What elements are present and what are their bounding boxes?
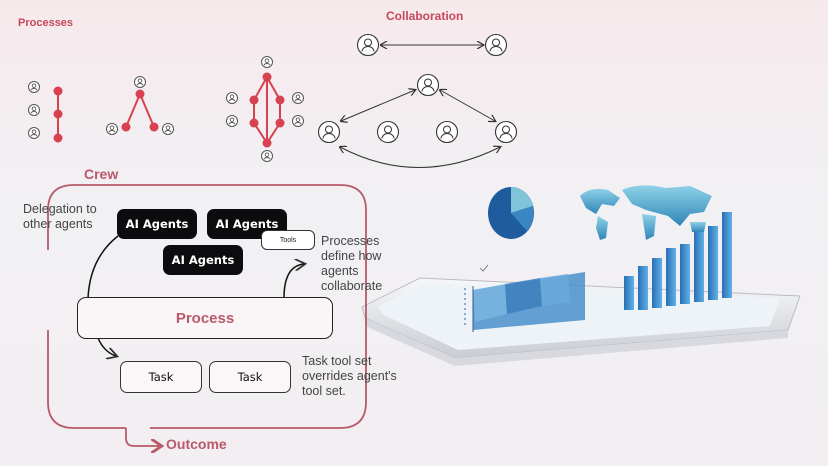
agent-card[interactable]: AI Agents [117, 209, 197, 239]
agent-card[interactable]: AI Agents [163, 245, 243, 275]
tools-tag[interactable]: Tools [261, 230, 315, 250]
outcome-label: Outcome [166, 436, 227, 452]
crew-title: Crew [82, 166, 121, 182]
collaboration-title: Collaboration [386, 9, 464, 23]
consensual-process [226, 56, 304, 162]
task-box[interactable]: Task [120, 361, 202, 393]
process-label: Process [175, 309, 235, 327]
delegation-note: Delegation to other agents [23, 202, 97, 231]
bar-chart [464, 272, 585, 332]
sequential-process [28, 81, 63, 143]
task-box[interactable]: Task [209, 361, 291, 393]
processes-title: Processes [18, 17, 74, 29]
world-map [580, 185, 712, 240]
check-icon [479, 264, 489, 272]
task-tool-note: Task tool set overrides agent's tool set… [302, 354, 397, 398]
processes-note: Processes define how agents collaborate [321, 234, 383, 293]
hierarchical-process [106, 76, 174, 135]
pie-chart [488, 187, 534, 239]
bar-chart [624, 212, 732, 310]
process-box[interactable]: Process [77, 297, 333, 339]
